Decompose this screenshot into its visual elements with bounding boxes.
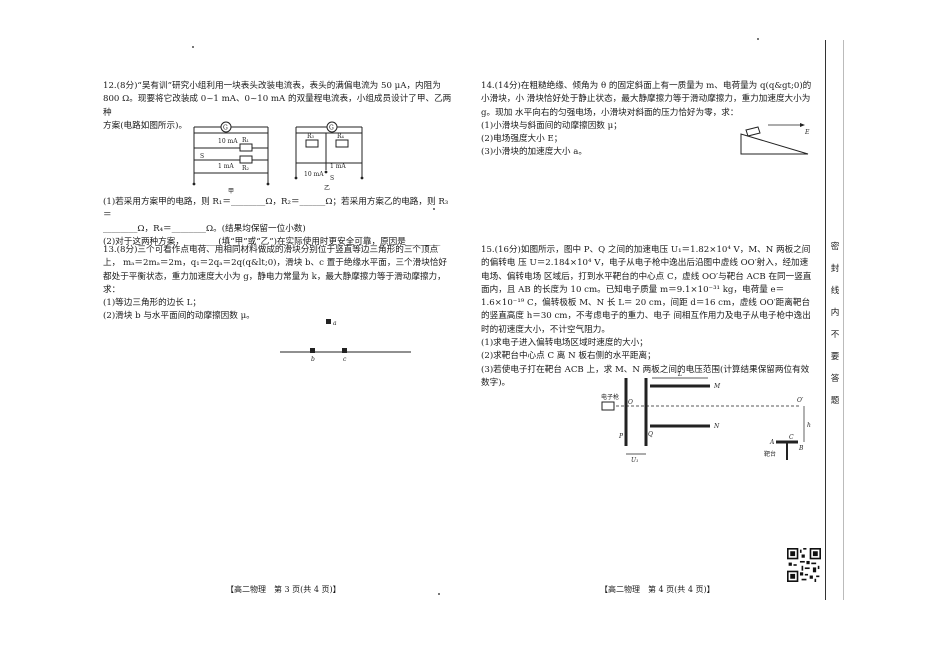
q15-electron-gun-figure: 电子枪 O O′ P Q M N L U₁ h A B C 靶台 [601, 371, 811, 464]
q15-line-1: 15.(16分)如图所示，图中 P、Q 之间的加速电压 U₁＝1.82×10⁴ … [481, 245, 811, 269]
q12-label-s-b: S [330, 175, 334, 182]
q14-line-2: 滑块恰好处于静止状态，最大静摩擦力等于滑动摩擦力，重力加速度大小为 g。现加 [481, 94, 811, 118]
q12-circuit-figure: G G R₁ R₂ R₃ R₄ 10 mA 1 mA 10 mA 1 mA S … [192, 121, 364, 195]
q13-label-c: c [343, 356, 347, 363]
q12-label-s-a: S [200, 153, 204, 160]
q12-label-1ma-a: 1 mA [218, 163, 234, 170]
q15-line-3: 区域后，打到水平靶台的中心点 C，虚线 OO′与靶台 ACB 在同一竖直面内，且… [481, 271, 812, 295]
left-column: 12.(8分)“吴有训”研究小组利用一块表头改装电流表，表头的满偏电流为 50 … [103, 80, 455, 133]
scan-mark [757, 38, 759, 40]
q15-label-target: 靶台 [764, 450, 776, 458]
q12-line-1: 12.(8分)“吴有训”研究小组利用一块表头改装电流表，表头的满偏电流为 50 … [103, 81, 441, 91]
q12-label-1ma-b: 1 mA [330, 163, 346, 170]
q12-label-10ma-a: 10 mA [218, 138, 238, 145]
binding-char-5: 不 [830, 330, 840, 340]
question-15: 15.(16分)如图所示，图中 P、Q 之间的加速电压 U₁＝1.82×10⁴ … [481, 244, 816, 390]
q13-triangle-figure: a b c [280, 319, 411, 363]
q15-line-4: 10 cm。已知电子质量 m＝9.1×10⁻³¹ kg，电荷量 e＝1.6×10… [481, 284, 785, 309]
binding-char-3: 线 [830, 286, 840, 296]
footer-page-4: 【高二物理 第 4 页(共 4 页)】 [600, 585, 715, 594]
q12-sub-2: (2)对于这两种方案，________(填“甲”或“乙”)在实际使用时更安全可靠… [103, 236, 441, 247]
q13-line-4: 求： [103, 284, 121, 295]
q15-sub-1: (1)求电子进入偏转电场区域时速度的大小； [481, 338, 648, 349]
q14-sub-1: (1)小滑块与斜面间的动摩擦因数 μ； [481, 120, 622, 131]
q12-galvanometer-b: G [329, 125, 334, 132]
q12-subquestions: (1)若采用方案甲的电路，则 R₁＝________Ω，R₂＝______Ω；若… [103, 196, 455, 249]
scan-mark [192, 46, 194, 48]
question-12: 12.(8分)“吴有训”研究小组利用一块表头改装电流表，表头的满偏电流为 50 … [103, 80, 455, 133]
q15-label-o-prime: O′ [797, 397, 804, 404]
q13-sub-2: (2)滑块 b 与水平面间的动摩擦因数 μ。 [103, 311, 255, 322]
q14-label-e: E [804, 129, 810, 136]
binding-char-4: 内 [830, 308, 840, 318]
q12-label-r3: R₃ [307, 133, 315, 140]
q15-label-q: Q [648, 431, 653, 438]
q15-label-p: P [618, 433, 624, 440]
q15-label-a: A [769, 439, 775, 446]
q15-label-gun: 电子枪 [601, 393, 619, 401]
q15-label-l: L [677, 371, 682, 378]
q12-line-2: 800 Ω。现要将它改装成 0~1 mA、0~10 mA 的双量程电流表，小组成… [103, 94, 452, 118]
q12-galvanometer-a: G [223, 125, 228, 132]
q13-line-2: mₐ＝2mₐ＝2m，q₁＝2qₐ＝2q(q&lt;0)，滑块 b、c 置于绝缘水… [122, 258, 448, 269]
qr-code [787, 548, 821, 582]
q13-sub-1: (1)等边三角形的边长 L； [103, 298, 201, 309]
q15-label-m: M [713, 383, 721, 390]
q13-label-b: b [311, 356, 315, 363]
q12-label-r4: R₄ [337, 133, 345, 140]
q14-line-3: 水平向右的匀强电场，小滑块对斜面的压力恰好为零，求： [515, 107, 739, 118]
q12-label-r2: R₂ [242, 165, 250, 172]
binding-char-8: 题 [830, 396, 840, 406]
binding-line-secondary [843, 40, 844, 600]
q15-line-2: 压 U＝2.184×10⁴ V，电子从电子枪中逸出后沿图中虚线 OO′射入，经加… [481, 258, 809, 282]
binding-char-6: 要 [830, 352, 840, 362]
q13-line-3: 都处于平衡状态，重力加速度大小为 g，静电力常量为 k，最大静摩擦力等于滑动摩擦… [103, 271, 446, 282]
q14-incline-figure: E [740, 123, 810, 155]
q12-label-jia: 甲 [228, 188, 234, 195]
q12-label-10ma-b: 10 mA [304, 171, 324, 178]
question-13: 13.(8分)三个可看作点电荷、用相同材料做成的滑块分别位于竖直等边三角形的三个… [103, 244, 455, 324]
binding-line [825, 40, 826, 600]
question-14: 14.(14分)在粗糙绝缘、倾角为 θ 的固定斜面上有一质量为 m、电荷量为 q… [481, 80, 816, 160]
q15-sub-3: (3)若使电子打在靶台 ACB 上，求 M、N 两板之间的电压范围(计算结果保留… [481, 364, 810, 375]
binding-char-7: 答 [830, 374, 840, 384]
scan-mark [433, 208, 435, 210]
q15-label-n: N [713, 423, 720, 430]
q12-label-yi: 乙 [324, 185, 330, 192]
scan-mark [438, 593, 440, 595]
binding-char-1: 密 [830, 242, 840, 252]
q15-label-o: O [628, 399, 633, 406]
q12-label-r1: R₁ [242, 137, 249, 144]
q15-sub-2: (2)求靶台中心点 C 离 N 板右侧的水平距离； [481, 351, 656, 362]
footer-page-3: 【高二物理 第 3 页(共 4 页)】 [226, 585, 341, 594]
q15-sub-3b: 数字)。 [481, 377, 511, 388]
q15-label-c: C [789, 434, 794, 441]
q12-sub-1: (1)若采用方案甲的电路，则 R₁＝________Ω，R₂＝______Ω；若… [103, 197, 449, 221]
binding-char-2: 封 [830, 264, 840, 274]
q15-label-h: h [807, 422, 811, 429]
q14-sub-3: (3)小滑块的加速度大小 a。 [481, 147, 587, 158]
q13-line-1: 13.(8分)三个可看作点电荷、用相同材料做成的滑块分别位于竖直等边三角形的三个… [103, 245, 439, 269]
q12-line-3: 方案(电路如图所示)。 [103, 120, 188, 131]
q13-label-a: a [333, 320, 337, 327]
q14-line-1: 14.(14分)在粗糙绝缘、倾角为 θ 的固定斜面上有一质量为 m、电荷量为 q… [481, 81, 812, 105]
q12-sub-1b: ________Ω，R₄＝________Ω。(结果均保留一位小数) [103, 223, 306, 234]
q14-sub-2: (2)电场强度大小 E； [481, 134, 563, 145]
q15-line-5: 20 cm，间距 d＝16 cm，虚线 OO′距离靶台的竖直高度 h＝30 cm… [481, 298, 811, 322]
q15-label-u1: U₁ [631, 457, 638, 464]
q15-label-b: B [798, 445, 804, 452]
q15-line-6: 间相互作用力及电子从电子枪中逸出时的初速度大小，不计空气阻力。 [481, 311, 811, 335]
binding-warning-text: 密 封 线 内 不 要 答 题 [829, 236, 841, 412]
